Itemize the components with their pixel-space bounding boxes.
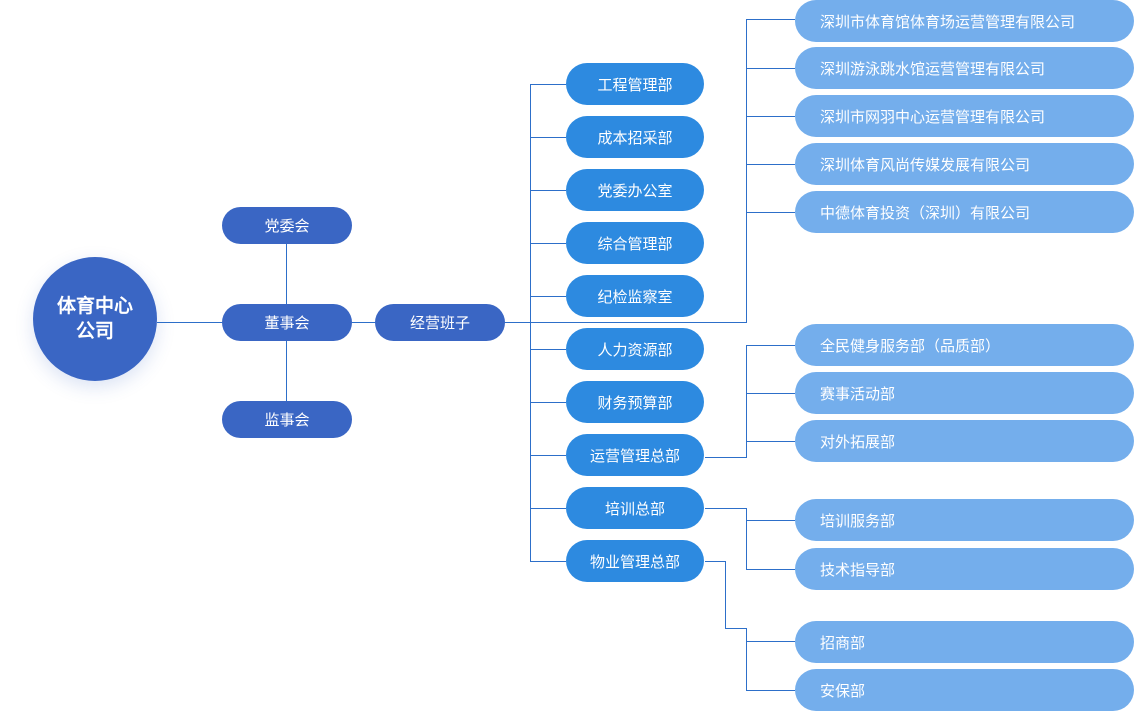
property-unit-node[interactable]: 安保部 <box>795 669 1134 711</box>
subsidiary-label: 中德体育投资（深圳）有限公司 <box>820 203 1031 222</box>
department-finance-budget[interactable]: 财务预算部 <box>566 381 704 423</box>
department-label: 党委办公室 <box>597 181 673 200</box>
training-unit-label: 技术指导部 <box>820 560 896 579</box>
department-general-management[interactable]: 综合管理部 <box>566 222 704 264</box>
property-unit-node[interactable]: 招商部 <box>795 621 1134 663</box>
subsidiary-node[interactable]: 深圳游泳跳水馆运营管理有限公司 <box>795 47 1134 89</box>
board-label: 董事会 <box>264 314 310 332</box>
training-unit-node[interactable]: 培训服务部 <box>795 499 1134 541</box>
connector-training-branch <box>705 508 795 570</box>
department-label: 财务预算部 <box>597 393 673 412</box>
department-label: 人力资源部 <box>597 340 673 359</box>
supervisory-board-node[interactable]: 监事会 <box>222 401 352 438</box>
operations-unit-label: 全民健身服务部（品质部） <box>820 336 1001 355</box>
management-team-node[interactable]: 经营班子 <box>375 304 505 341</box>
management-team-label: 经营班子 <box>409 314 470 332</box>
training-unit-label: 培训服务部 <box>820 511 896 530</box>
operations-unit-node[interactable]: 对外拓展部 <box>795 420 1134 462</box>
training-unit-node[interactable]: 技术指导部 <box>795 548 1134 590</box>
subsidiary-label: 深圳游泳跳水馆运营管理有限公司 <box>820 59 1046 78</box>
department-label: 培训总部 <box>604 499 665 518</box>
operations-unit-node[interactable]: 全民健身服务部（品质部） <box>795 324 1134 366</box>
root-company-label: 体育中心公司 <box>56 295 133 342</box>
department-label: 工程管理部 <box>597 75 673 94</box>
department-property-hq[interactable]: 物业管理总部 <box>566 540 704 582</box>
party-committee-label: 党委会 <box>264 217 310 235</box>
subsidiary-node[interactable]: 深圳体育风尚传媒发展有限公司 <box>795 143 1134 185</box>
subsidiary-node[interactable]: 深圳市体育馆体育场运营管理有限公司 <box>795 0 1134 42</box>
party-committee-node[interactable]: 党委会 <box>222 207 352 244</box>
operations-unit-label: 赛事活动部 <box>820 384 896 403</box>
department-human-resources[interactable]: 人力资源部 <box>566 328 704 370</box>
property-unit-label: 安保部 <box>820 681 866 700</box>
subsidiary-node[interactable]: 中德体育投资（深圳）有限公司 <box>795 191 1134 233</box>
property-unit-label: 招商部 <box>820 633 866 652</box>
subsidiary-label: 深圳市体育馆体育场运营管理有限公司 <box>820 12 1076 31</box>
department-discipline-inspection[interactable]: 纪检监察室 <box>566 275 704 317</box>
department-cost-procurement[interactable]: 成本招采部 <box>566 116 704 158</box>
department-engineering[interactable]: 工程管理部 <box>566 63 704 105</box>
department-label: 成本招采部 <box>597 128 673 147</box>
department-party-office[interactable]: 党委办公室 <box>566 169 704 211</box>
root-company-node[interactable]: 体育中心公司 <box>33 257 157 381</box>
connector-department-ticks <box>530 84 566 562</box>
department-training-hq[interactable]: 培训总部 <box>566 487 704 529</box>
subsidiary-label: 深圳市网羽中心运营管理有限公司 <box>820 107 1046 126</box>
department-operations-hq[interactable]: 运营管理总部 <box>566 434 704 476</box>
operations-unit-node[interactable]: 赛事活动部 <box>795 372 1134 414</box>
supervisory-board-label: 监事会 <box>264 411 310 429</box>
department-label: 综合管理部 <box>597 234 673 253</box>
department-label: 运营管理总部 <box>589 446 680 465</box>
connector-operations-branch <box>705 345 795 458</box>
operations-unit-label: 对外拓展部 <box>820 432 896 451</box>
subsidiary-node[interactable]: 深圳市网羽中心运营管理有限公司 <box>795 95 1134 137</box>
department-label: 物业管理总部 <box>589 552 680 571</box>
board-node[interactable]: 董事会 <box>222 304 352 341</box>
subsidiary-label: 深圳体育风尚传媒发展有限公司 <box>820 155 1031 174</box>
connector-property-branch <box>705 561 795 691</box>
connector-subsidiaries-ticks <box>746 19 795 213</box>
department-label: 纪检监察室 <box>597 287 673 306</box>
